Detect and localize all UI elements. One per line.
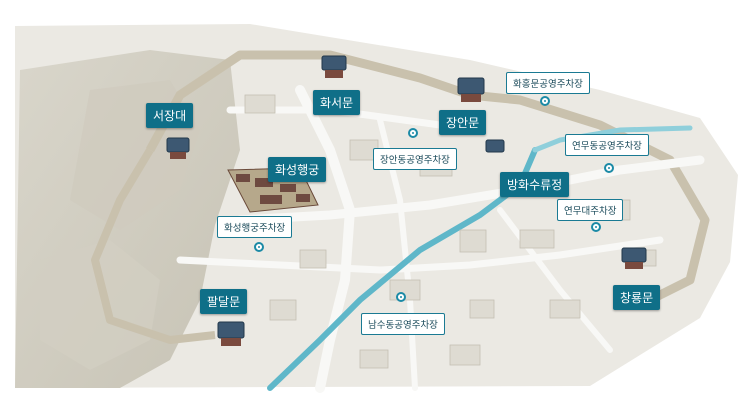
label-banghwasuryujeong[interactable]: 방화수류정 bbox=[500, 172, 570, 197]
fortress-wall bbox=[146, 50, 710, 305]
parking-jangandong-pin[interactable] bbox=[408, 128, 418, 138]
paldalmun-pavilion bbox=[217, 321, 245, 339]
seojangdae-pavilion bbox=[166, 137, 190, 153]
road-main-ns bbox=[295, 85, 356, 393]
hwaseomun-pavilion bbox=[321, 55, 347, 71]
janganmun-pavilion bbox=[457, 77, 485, 95]
parking-yeonmudong-pin[interactable] bbox=[604, 163, 614, 173]
parking-namsudong-label[interactable]: 남수동공영주차장 bbox=[361, 313, 445, 335]
parking-namsudong-pin[interactable] bbox=[396, 292, 406, 302]
parking-hwahongmun-pin[interactable] bbox=[540, 96, 550, 106]
banghwasuryujeong-pavilion bbox=[485, 139, 505, 153]
parking-jangandong-label[interactable]: 장안동공영주차장 bbox=[373, 148, 457, 170]
parking-hwahongmun-label[interactable]: 화홍문공영주차장 bbox=[506, 72, 590, 94]
road-main-ew bbox=[235, 155, 705, 225]
label-seojangdae[interactable]: 서장대 bbox=[146, 103, 194, 128]
parking-yeonmudong-label[interactable]: 연무동공영주차장 bbox=[565, 134, 649, 156]
label-hwaseomun[interactable]: 화서문 bbox=[313, 90, 361, 115]
label-janganmun[interactable]: 장안문 bbox=[439, 110, 487, 135]
parking-yeonmudae-label[interactable]: 연무대주차장 bbox=[557, 199, 624, 221]
parking-yeonmudae-pin[interactable] bbox=[591, 222, 601, 232]
parking-haenggung-label[interactable]: 화성행궁주차장 bbox=[217, 216, 293, 238]
label-paldalmun[interactable]: 팔달문 bbox=[200, 289, 248, 314]
label-changnyongmun[interactable]: 창룡문 bbox=[613, 285, 661, 310]
changnyongmun-pavilion bbox=[621, 247, 647, 263]
parking-haenggung-pin[interactable] bbox=[254, 242, 264, 252]
label-hwaseong-haenggung[interactable]: 화성행궁 bbox=[268, 157, 327, 182]
